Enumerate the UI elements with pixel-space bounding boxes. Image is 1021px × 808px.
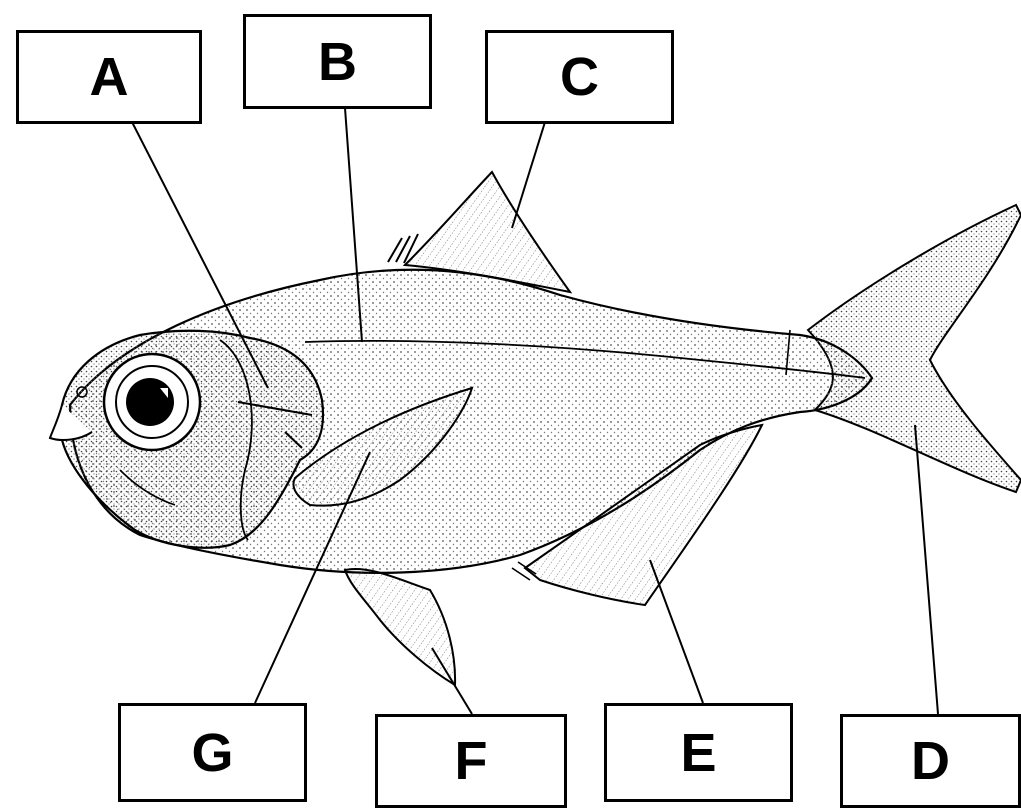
label-box-b: B bbox=[243, 14, 432, 109]
label-box-e: E bbox=[604, 703, 793, 802]
eye bbox=[104, 354, 200, 450]
label-box-c: C bbox=[485, 30, 674, 124]
label-g: G bbox=[191, 726, 233, 780]
label-a: A bbox=[90, 50, 129, 104]
label-b: B bbox=[318, 35, 357, 89]
label-box-f: F bbox=[375, 714, 567, 808]
leader-line-e bbox=[650, 560, 703, 703]
label-e: E bbox=[680, 726, 716, 780]
label-c: C bbox=[560, 50, 599, 104]
label-d: D bbox=[911, 734, 950, 788]
leader-line-c bbox=[512, 122, 545, 228]
label-box-g: G bbox=[118, 703, 307, 802]
leader-line-d bbox=[915, 425, 938, 714]
label-box-a: A bbox=[16, 30, 202, 124]
label-box-d: D bbox=[840, 714, 1021, 808]
pelvic-fin bbox=[345, 569, 455, 685]
label-f: F bbox=[455, 734, 488, 788]
